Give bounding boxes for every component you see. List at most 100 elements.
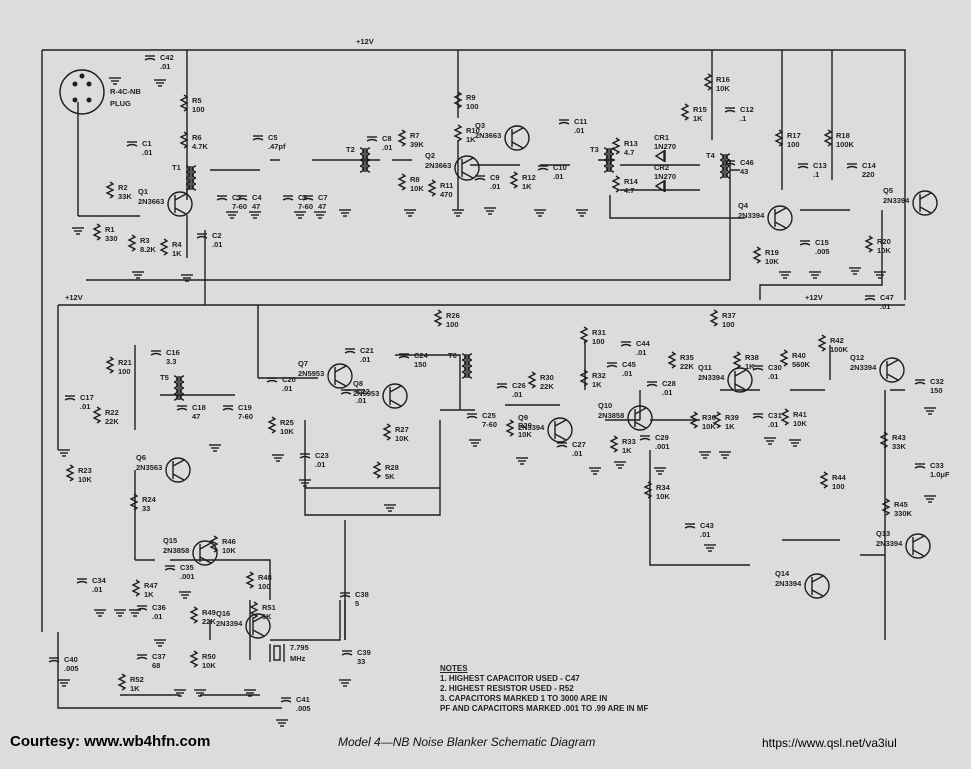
ground-icon <box>174 689 186 697</box>
resistor-value: 22K <box>680 362 694 371</box>
transistor-q9 <box>547 417 573 443</box>
transistor-q1 <box>167 191 193 217</box>
resistor-r28 <box>372 461 382 479</box>
transistor-part: 2N3663 <box>475 131 501 140</box>
resistor-r40 <box>779 349 789 367</box>
resistor-r20 <box>864 235 874 253</box>
capacitor-value: .1 <box>813 170 819 179</box>
capacitor-value: .01 <box>636 348 646 357</box>
notes-block: NOTES 1. HIGHEST CAPACITOR USED - C47 2.… <box>440 664 648 714</box>
ground-icon <box>534 209 546 217</box>
capacitor-c4 <box>236 195 248 201</box>
ground-icon <box>576 209 588 217</box>
resistor-value: 5K <box>385 472 395 481</box>
transformer-ref: T2 <box>346 145 355 154</box>
resistor-r19 <box>752 246 762 264</box>
capacitor-c6 <box>282 195 294 201</box>
transformer-t6 <box>461 353 473 379</box>
capacitor-ref: C22 <box>356 387 370 396</box>
capacitor-ref: C44 <box>636 339 651 348</box>
transistor-ref: Q10 <box>598 401 612 410</box>
resistor-ref: R17 <box>787 131 801 140</box>
resistor-ref: R49 <box>202 608 216 617</box>
capacitor-c34 <box>76 578 88 584</box>
resistor-ref: R32 <box>592 371 606 380</box>
capacitor-value: .01 <box>553 172 563 181</box>
transistor-ref: Q11 <box>698 363 712 372</box>
resistor-r8 <box>397 173 407 191</box>
resistor-r3 <box>127 234 137 252</box>
capacitor-value: .01 <box>574 126 584 135</box>
capacitor-c19 <box>222 405 234 411</box>
resistor-r30 <box>527 371 537 389</box>
ground-icon <box>874 271 886 279</box>
resistor-r43 <box>879 431 889 449</box>
ground-icon <box>589 467 601 475</box>
transformer-t3 <box>603 147 615 173</box>
ground-icon <box>129 609 141 617</box>
resistor-ref: R46 <box>222 537 236 546</box>
capacitor-ref: C46 <box>740 158 754 167</box>
resistor-ref: R38 <box>745 353 759 362</box>
crystal-freq: 7.795 <box>290 643 309 652</box>
capacitor-value: .01 <box>152 612 162 621</box>
resistor-r12 <box>509 171 519 189</box>
capacitor-c1 <box>126 141 138 147</box>
capacitor-ref: C28 <box>662 379 676 388</box>
transistor-q5 <box>912 190 938 216</box>
resistor-value: 22K <box>540 382 554 391</box>
ground-icon <box>72 227 84 235</box>
capacitor-value: .01 <box>92 585 102 594</box>
capacitor-c27 <box>556 442 568 448</box>
resistor-ref: R4 <box>172 240 182 249</box>
capacitor-ref: C1 <box>142 139 152 148</box>
capacitor-ref: C43 <box>700 521 714 530</box>
capacitor-value: 68 <box>152 661 160 670</box>
capacitor-ref: C18 <box>192 403 206 412</box>
diode-ref: CR2 <box>654 163 669 172</box>
transistor-ref: Q8 <box>353 379 363 388</box>
capacitor-value: 150 <box>414 360 427 369</box>
capacitor-value: .01 <box>382 143 392 152</box>
resistor-r50 <box>189 650 199 668</box>
resistor-r41 <box>780 408 790 426</box>
capacitor-c43 <box>684 523 696 529</box>
capacitor-ref: C42 <box>160 53 174 62</box>
resistor-r10 <box>453 124 463 142</box>
capacitor-value: 7-60 <box>298 202 313 211</box>
resistor-r27 <box>382 423 392 441</box>
resistor-ref: R24 <box>142 495 157 504</box>
transformer-ref: T4 <box>706 151 716 160</box>
ground-icon <box>764 437 776 445</box>
resistor-r44 <box>819 471 829 489</box>
diode-part: 1N270 <box>654 142 676 151</box>
resistor-r11 <box>427 179 437 197</box>
resistor-r34 <box>643 481 653 499</box>
capacitor-ref: C10 <box>553 163 567 172</box>
transistor-ref: Q2 <box>425 151 435 160</box>
capacitor-value: .01 <box>572 449 582 458</box>
resistor-value: 10K <box>410 184 424 193</box>
resistor-r5 <box>179 94 189 112</box>
crystal-unit: MHz <box>290 654 306 663</box>
transistor-part: 2N3394 <box>883 196 910 205</box>
capacitor-ref: C12 <box>740 105 754 114</box>
resistor-value: 10K <box>518 430 532 439</box>
capacitor-value: 5 <box>355 599 359 608</box>
resistor-ref: R25 <box>280 418 294 427</box>
transistor-ref: Q3 <box>475 121 485 130</box>
ground-icon <box>132 271 144 279</box>
resistor-ref: R40 <box>792 351 806 360</box>
resistor-r18 <box>823 129 833 147</box>
footer-title: Model 4—NB Noise Blanker Schematic Diagr… <box>338 735 596 749</box>
resistor-ref: R26 <box>446 311 460 320</box>
capacitor-ref: C32 <box>930 377 944 386</box>
transistor-ref: Q12 <box>850 353 864 362</box>
ground-icon <box>272 454 284 462</box>
transistor-part: 2N5953 <box>298 369 324 378</box>
capacitor-c44 <box>620 341 632 347</box>
capacitor-c3 <box>216 195 228 201</box>
capacitor-value: .01 <box>490 182 500 191</box>
resistor-ref: R3 <box>140 236 150 245</box>
resistor-ref: R50 <box>202 652 216 661</box>
